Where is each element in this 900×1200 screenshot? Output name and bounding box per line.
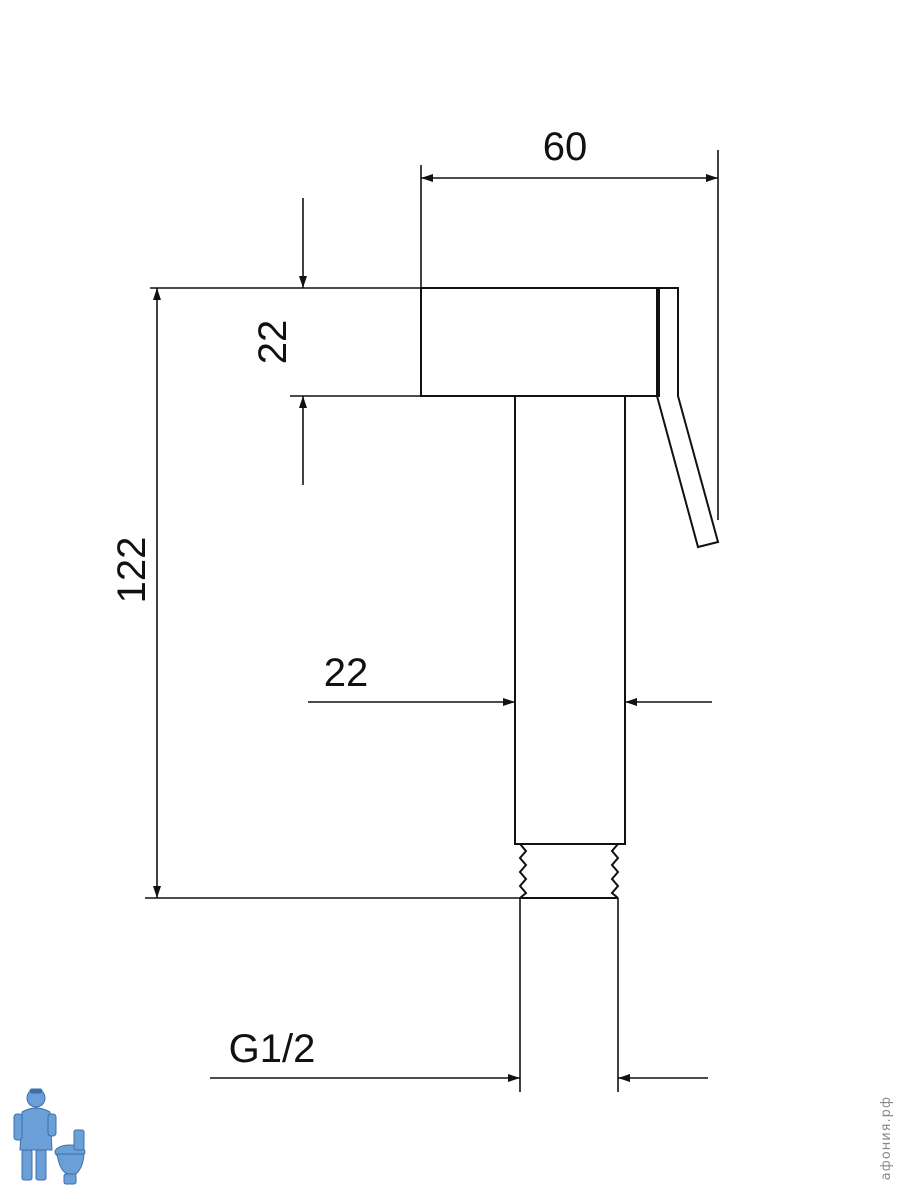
pipe xyxy=(514,395,626,845)
lever xyxy=(656,287,720,549)
watermark: афония.рф xyxy=(879,1095,894,1180)
total-height-dimension xyxy=(145,288,520,899)
thread-dimension xyxy=(210,898,708,1092)
thread-label: G1/2 xyxy=(229,1027,316,1071)
width-dimension xyxy=(420,150,719,520)
pipe-diameter-label: 22 xyxy=(324,651,369,695)
plumber-with-toilet-icon xyxy=(13,1088,86,1185)
handle-body xyxy=(420,287,660,397)
width-label: 60 xyxy=(543,125,588,169)
thread-fitting xyxy=(518,843,620,899)
handle-height-dimension xyxy=(150,198,421,485)
total-height-label: 122 xyxy=(110,537,154,604)
handle-height-label: 22 xyxy=(251,320,295,365)
